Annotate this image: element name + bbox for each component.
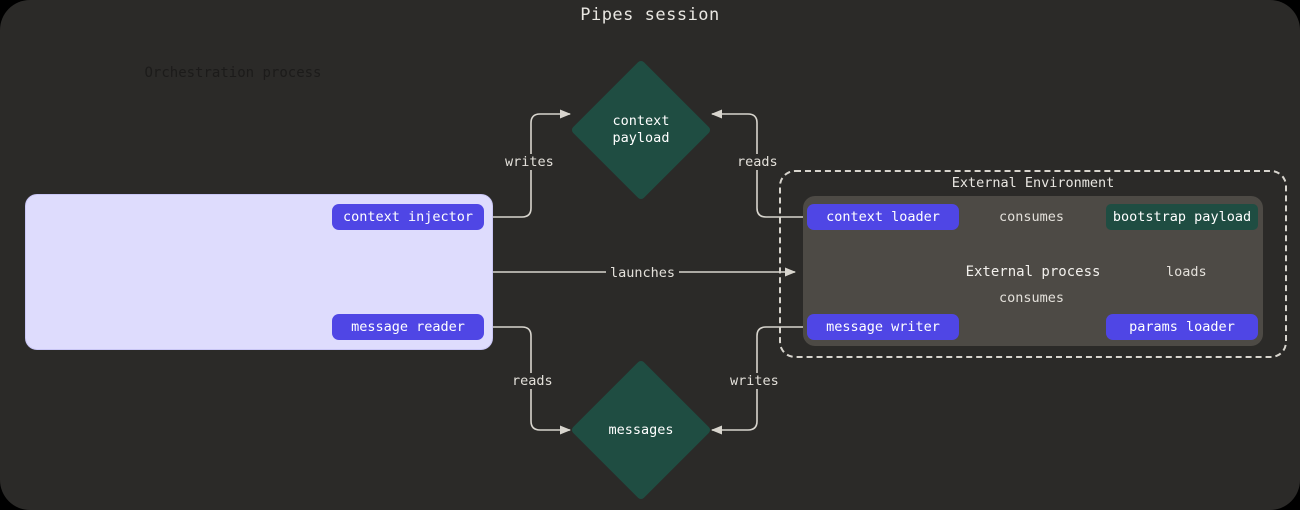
datastore-context-payload-label: context payload xyxy=(574,63,708,197)
datastore-messages-label: messages xyxy=(574,363,708,497)
messages-line-1: messages xyxy=(608,421,674,438)
external-process-label: External process xyxy=(965,264,1101,280)
external-environment-label: External Environment xyxy=(951,175,1115,191)
edge-label-writes-messages: writes xyxy=(726,373,783,389)
node-context-loader[interactable]: context loader xyxy=(807,204,959,230)
page-title: Pipes session xyxy=(580,5,720,25)
node-message-reader[interactable]: message reader xyxy=(332,314,484,340)
orchestration-process-label: Orchestration process xyxy=(144,65,322,81)
edge-label-loads-params: loads xyxy=(1162,264,1211,280)
edge-label-reads-context: reads xyxy=(733,154,782,170)
node-message-writer[interactable]: message writer xyxy=(807,314,959,340)
datastore-context-payload[interactable]: context payload xyxy=(570,59,712,201)
context-payload-line-1: context xyxy=(612,113,670,129)
context-payload-line-2: payload xyxy=(612,130,670,146)
external-environment-boundary xyxy=(779,170,1287,358)
node-params-loader[interactable]: params loader xyxy=(1106,314,1258,340)
edge-label-launches: launches xyxy=(606,265,680,281)
datastore-messages[interactable]: messages xyxy=(570,359,712,501)
node-bootstrap-payload[interactable]: bootstrap payload xyxy=(1106,204,1258,230)
edge-label-writes-context: writes xyxy=(501,154,558,170)
edge-label-reads-messages: reads xyxy=(508,373,557,389)
node-context-injector[interactable]: context injector xyxy=(332,204,484,230)
edge-label-consumes-message: consumes xyxy=(995,290,1069,306)
edge-label-consumes-context: consumes xyxy=(995,209,1069,225)
